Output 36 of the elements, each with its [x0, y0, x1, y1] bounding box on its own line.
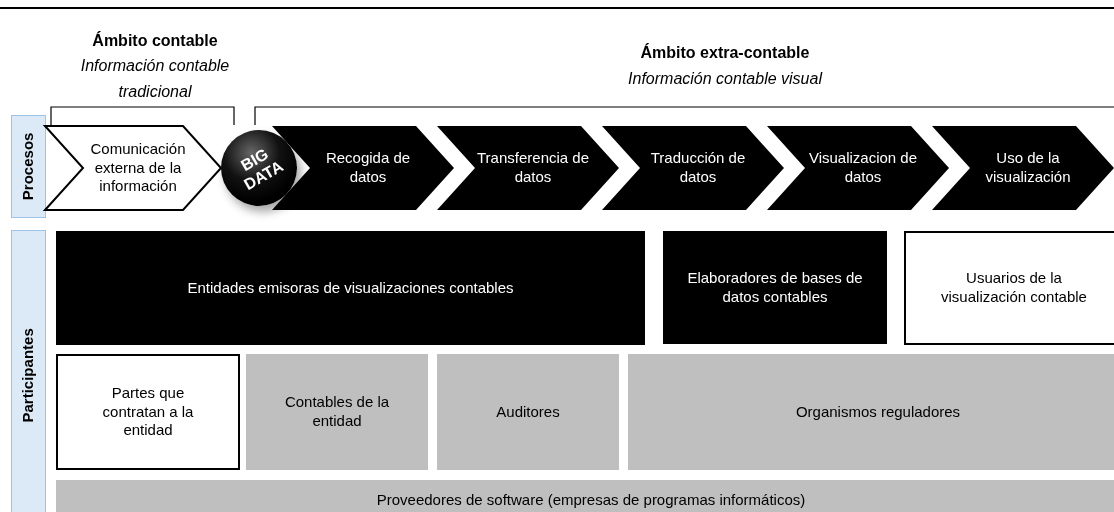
participant-box [56, 354, 240, 470]
box-label: Proveedores de software (empresas de programas informáticos) [376, 490, 806, 510]
participant-box [56, 231, 645, 345]
box-label: Auditores [496, 402, 560, 422]
box-label: Transferencia de datos [477, 149, 589, 187]
box-label: Elaboradores de bases de datos contables [686, 268, 864, 307]
big-data-sphere [221, 130, 297, 206]
participant-box [628, 354, 1114, 470]
process-step-box [932, 126, 1114, 210]
participant-box [904, 231, 1114, 345]
box-label: Entidades emisoras de visualizaciones contables [187, 278, 514, 298]
box-label: Usuarios de la visualización contable [940, 269, 1088, 307]
section-label: Participantes [19, 327, 38, 423]
section-band [11, 230, 46, 512]
section-heading: Ámbito extra-contable [639, 42, 811, 63]
box-label: Uso de la visualización [984, 149, 1072, 187]
participant-box [246, 354, 428, 470]
participant-box [663, 231, 887, 344]
process-step-box [767, 126, 949, 210]
box-label: Partes que contratan a la entidad [101, 383, 195, 441]
box-label: Organismos reguladores [795, 402, 961, 422]
participant-box [56, 480, 1114, 512]
participant-box [437, 354, 619, 470]
box-label: Contables de la entidad [283, 393, 391, 431]
section-band [11, 115, 46, 218]
box-label: Traducción de datos [649, 149, 747, 187]
box-label: Recogida de datos [324, 149, 412, 187]
section-heading: Ámbito contable [91, 30, 219, 51]
section-subheading: Información contable tradicional [79, 56, 231, 102]
box-label: Comunicación externa de la información [89, 139, 187, 197]
section-subheading: Información contable visual [627, 69, 824, 89]
process-step-box [602, 126, 784, 210]
box-label: Visualizacion de datos [807, 149, 919, 187]
process-step-box [45, 126, 221, 210]
process-step-box [437, 126, 619, 210]
section-label: Procesos [19, 132, 38, 201]
